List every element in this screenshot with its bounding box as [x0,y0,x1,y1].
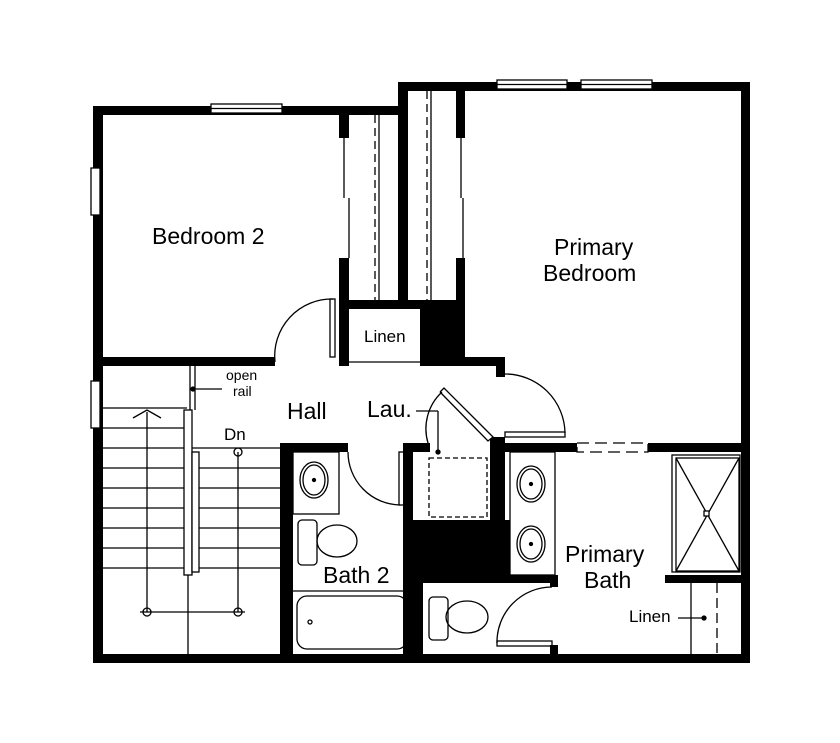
annotation-stairs-down: Dn [224,425,246,444]
room-label-hall: Hall [287,398,327,424]
annotation-open-rail-line1: open [226,367,258,383]
room-label-primary-bath-line2: Bath [584,567,632,593]
annotation-open-rail-line2: rail [233,383,252,399]
room-label-primary-bedroom-line1: Primary [554,234,634,260]
room-label-linen-hall: Linen [364,327,406,346]
room-label-bedroom-2: Bedroom 2 [152,223,265,249]
walls [93,82,750,663]
room-label-primary-bedroom-line2: Bedroom [543,260,637,286]
fixtures [90,79,741,654]
room-label-linen-bath: Linen [629,607,671,626]
room-label-laundry: Lau. [367,396,412,422]
room-label-bath-2: Bath 2 [323,562,390,588]
room-label-primary-bath-line1: Primary [565,541,645,567]
